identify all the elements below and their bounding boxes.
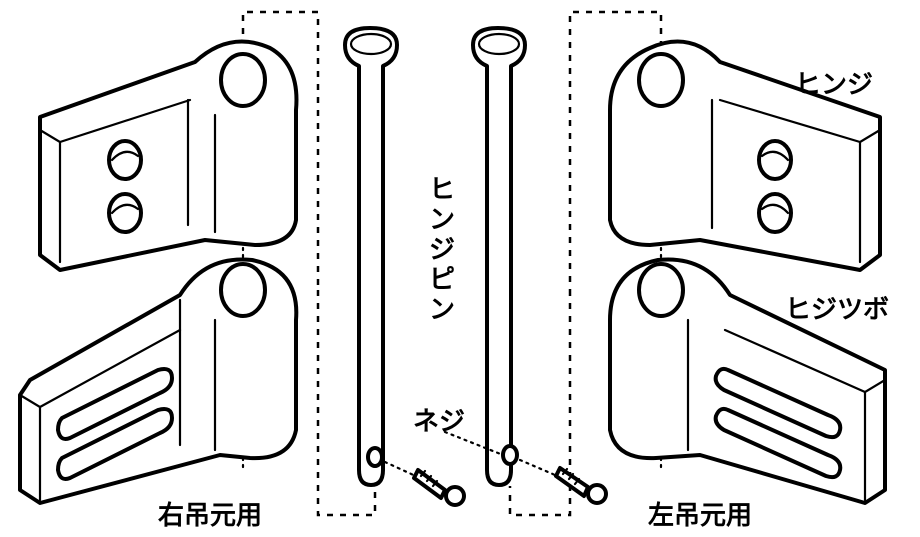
hinge-pin-label: ヒンジピン <box>429 175 455 325</box>
hinge-socket-label: ヒジツボ <box>785 295 889 325</box>
left-hung-label: 左吊元用 <box>648 501 752 531</box>
hinge-label: ヒンジ <box>795 70 873 100</box>
right-hung-label: 右吊元用 <box>158 501 262 531</box>
left-hinge-leaf <box>608 39 882 272</box>
left-hinge-socket <box>608 257 887 505</box>
left-hinge-pin <box>343 26 399 487</box>
right-hinge-pin <box>471 26 527 487</box>
screw-label: ネジ <box>413 407 465 437</box>
left-screw <box>383 460 466 507</box>
screw-leader-line <box>443 430 505 457</box>
right-hinge-socket <box>18 257 299 505</box>
right-screw <box>518 458 608 505</box>
right-hinge-leaf <box>38 39 299 272</box>
